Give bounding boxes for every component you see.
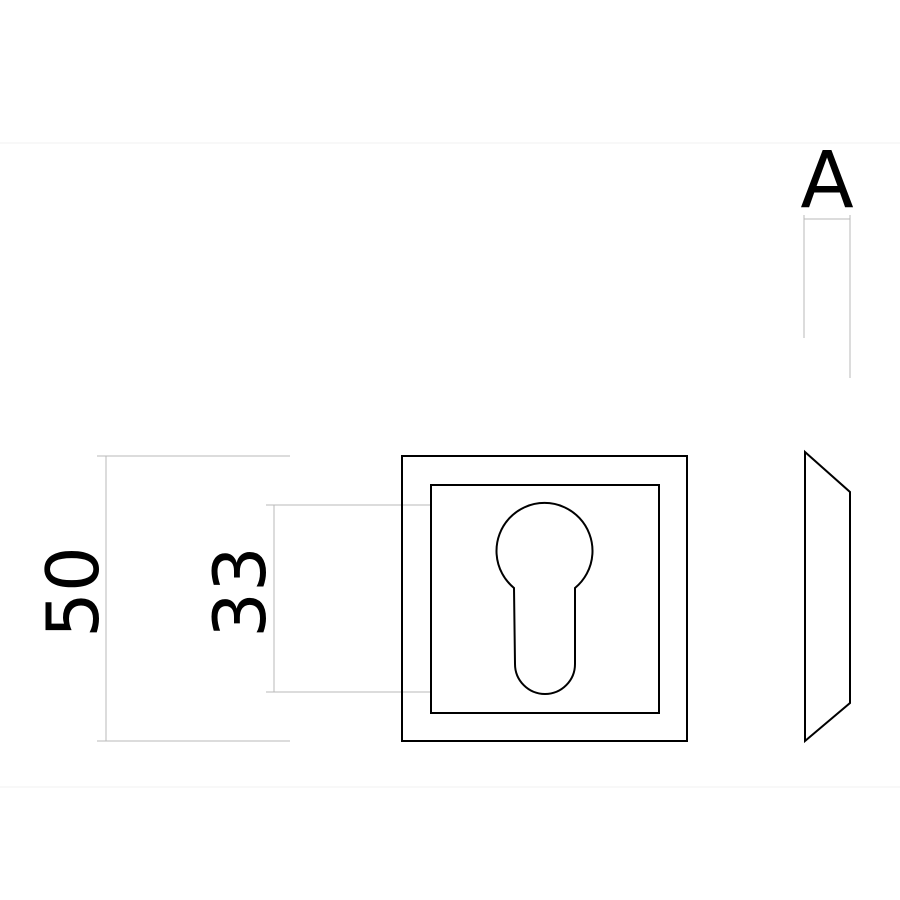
section-label: A xyxy=(800,136,853,226)
escutcheon-front-view xyxy=(401,455,688,742)
inner-dimension: 33 xyxy=(198,504,430,693)
outer-dimension-value: 50 xyxy=(31,546,115,638)
keyhole-profile xyxy=(495,502,594,695)
section-marker: A xyxy=(800,136,854,378)
escutcheon-inner-square xyxy=(430,484,660,714)
escutcheon-outer-square xyxy=(401,455,688,742)
outer-dimension: 50 xyxy=(31,455,290,742)
side-profile-view xyxy=(804,449,851,744)
inner-dimension-value: 33 xyxy=(198,546,282,638)
